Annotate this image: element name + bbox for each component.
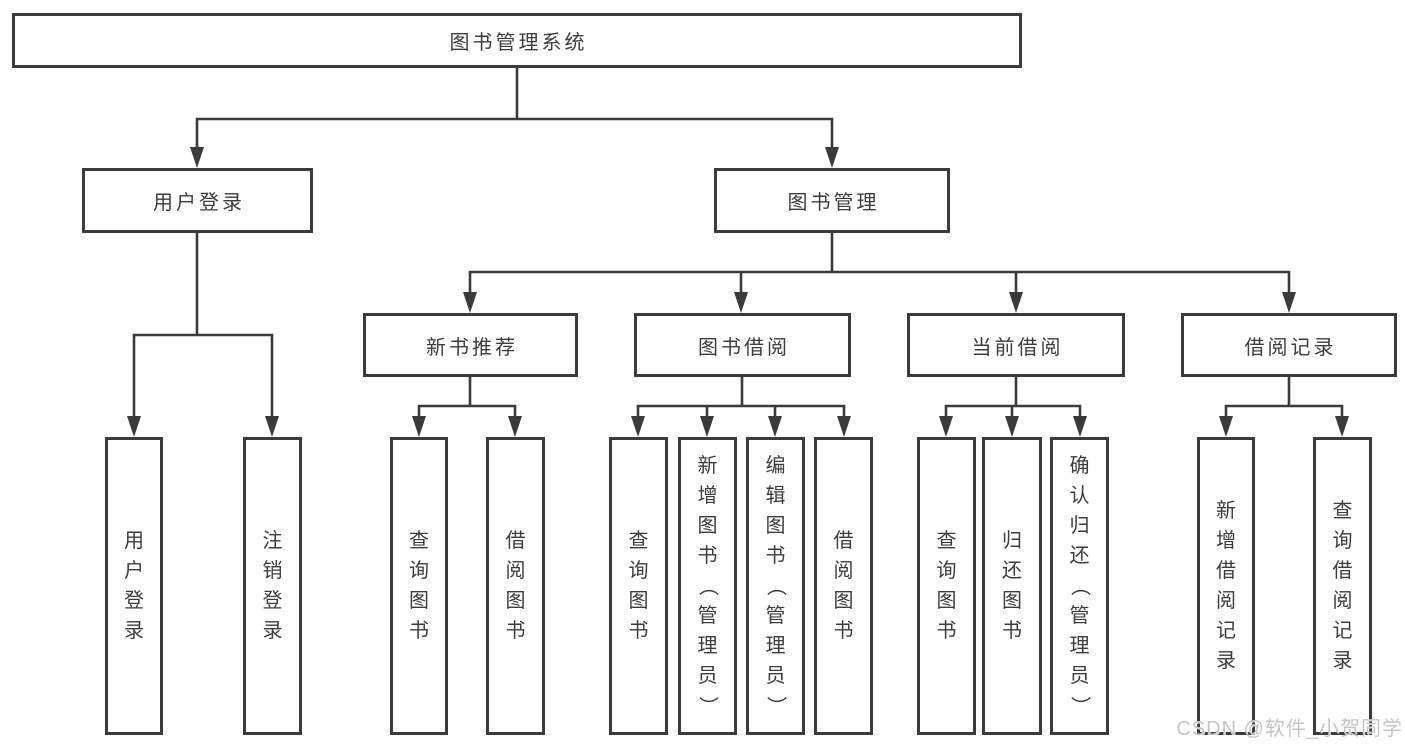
leaf-borrow-books: 借阅图书: [814, 437, 873, 735]
leaf-query-books-recommend: 查询图书: [390, 437, 448, 735]
node-book-borrow: 图书借阅: [634, 313, 851, 377]
leaf-query-books-current: 查询图书: [917, 437, 976, 735]
node-user-login: 用户登录: [82, 168, 313, 233]
leaf-query-borrow-record: 查询借阅记录: [1313, 437, 1372, 735]
leaf-user-login: 用户登录: [105, 437, 163, 735]
node-book-management: 图书管理: [714, 168, 950, 233]
leaf-edit-book-admin: 编辑图书（管理员）: [746, 437, 805, 735]
csdn-watermark: CSDN @软件_小贺同学: [1176, 718, 1403, 740]
leaf-confirm-return-admin: 确认归还（管理员）: [1050, 437, 1109, 735]
leaf-add-borrow-record: 新增借阅记录: [1197, 437, 1255, 735]
node-root: 图书管理系统: [12, 13, 1022, 68]
node-new-book-recommend: 新书推荐: [363, 313, 578, 377]
node-current-borrow: 当前借阅: [907, 313, 1125, 377]
leaf-borrow-books-recommend: 借阅图书: [486, 437, 545, 735]
leaf-logout: 注销登录: [243, 437, 302, 735]
leaf-query-books-borrow: 查询图书: [609, 437, 668, 735]
leaf-add-book-admin: 新增图书（管理员）: [678, 437, 737, 735]
node-borrow-records: 借阅记录: [1181, 313, 1397, 377]
leaf-return-book: 归还图书: [982, 437, 1042, 735]
